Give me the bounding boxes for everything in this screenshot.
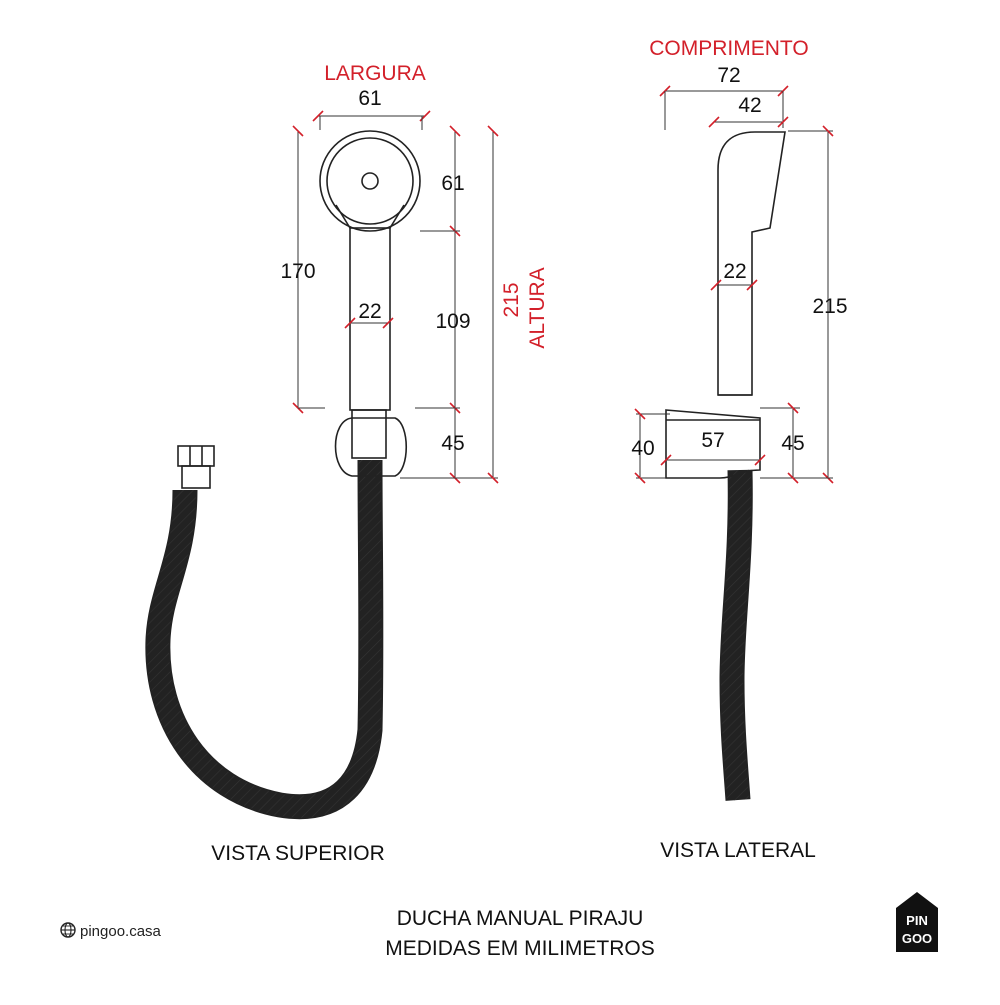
- handle-top: [349, 227, 391, 411]
- side-height-total: 215: [812, 295, 847, 318]
- caption-line-2: MEDIDAS EM MILIMETROS: [385, 937, 655, 960]
- globe-icon: [60, 922, 76, 938]
- brand-website[interactable]: pingoo.casa: [60, 922, 162, 940]
- height-label: ALTURA: [526, 267, 549, 348]
- side-handle-width: 22: [723, 260, 746, 283]
- pingoo-logo: PIN GOO: [896, 892, 938, 952]
- holder-height: 40: [631, 437, 654, 460]
- shower-head: [319, 130, 421, 232]
- top-view: LARGURA 61 170 61 109 45 215 ALTURA 22 V…: [145, 62, 549, 865]
- upper-value: 170: [280, 260, 315, 283]
- logo-line-2: GOO: [902, 931, 932, 946]
- handle-side: [717, 131, 786, 396]
- handle-width: 22: [358, 300, 381, 323]
- wall-holder-top: [334, 417, 407, 477]
- website-text: pingoo.casa: [80, 923, 162, 940]
- wall-holder-side: [665, 409, 761, 479]
- hose-nut: [177, 445, 215, 467]
- holder-length: 57: [701, 429, 724, 452]
- caption-line-1: DUCHA MANUAL PIRAJU: [397, 907, 644, 930]
- width-label: LARGURA: [324, 62, 426, 85]
- holder-value: 45: [441, 432, 464, 455]
- logo-line-1: PIN: [906, 913, 928, 928]
- length-value: 72: [717, 64, 740, 87]
- height-total: 215: [500, 282, 523, 317]
- head-value: 61: [441, 172, 464, 195]
- view-title-top: VISTA SUPERIOR: [211, 842, 385, 865]
- side-view: COMPRIMENTO 72 42 22 215 40 57: [631, 37, 847, 862]
- handle-value: 109: [435, 310, 470, 333]
- length-label: COMPRIMENTO: [649, 37, 808, 60]
- side-head-value: 42: [738, 94, 761, 117]
- width-value: 61: [358, 87, 381, 110]
- view-title-side: VISTA LATERAL: [660, 839, 816, 862]
- side-holder-value: 45: [781, 432, 804, 455]
